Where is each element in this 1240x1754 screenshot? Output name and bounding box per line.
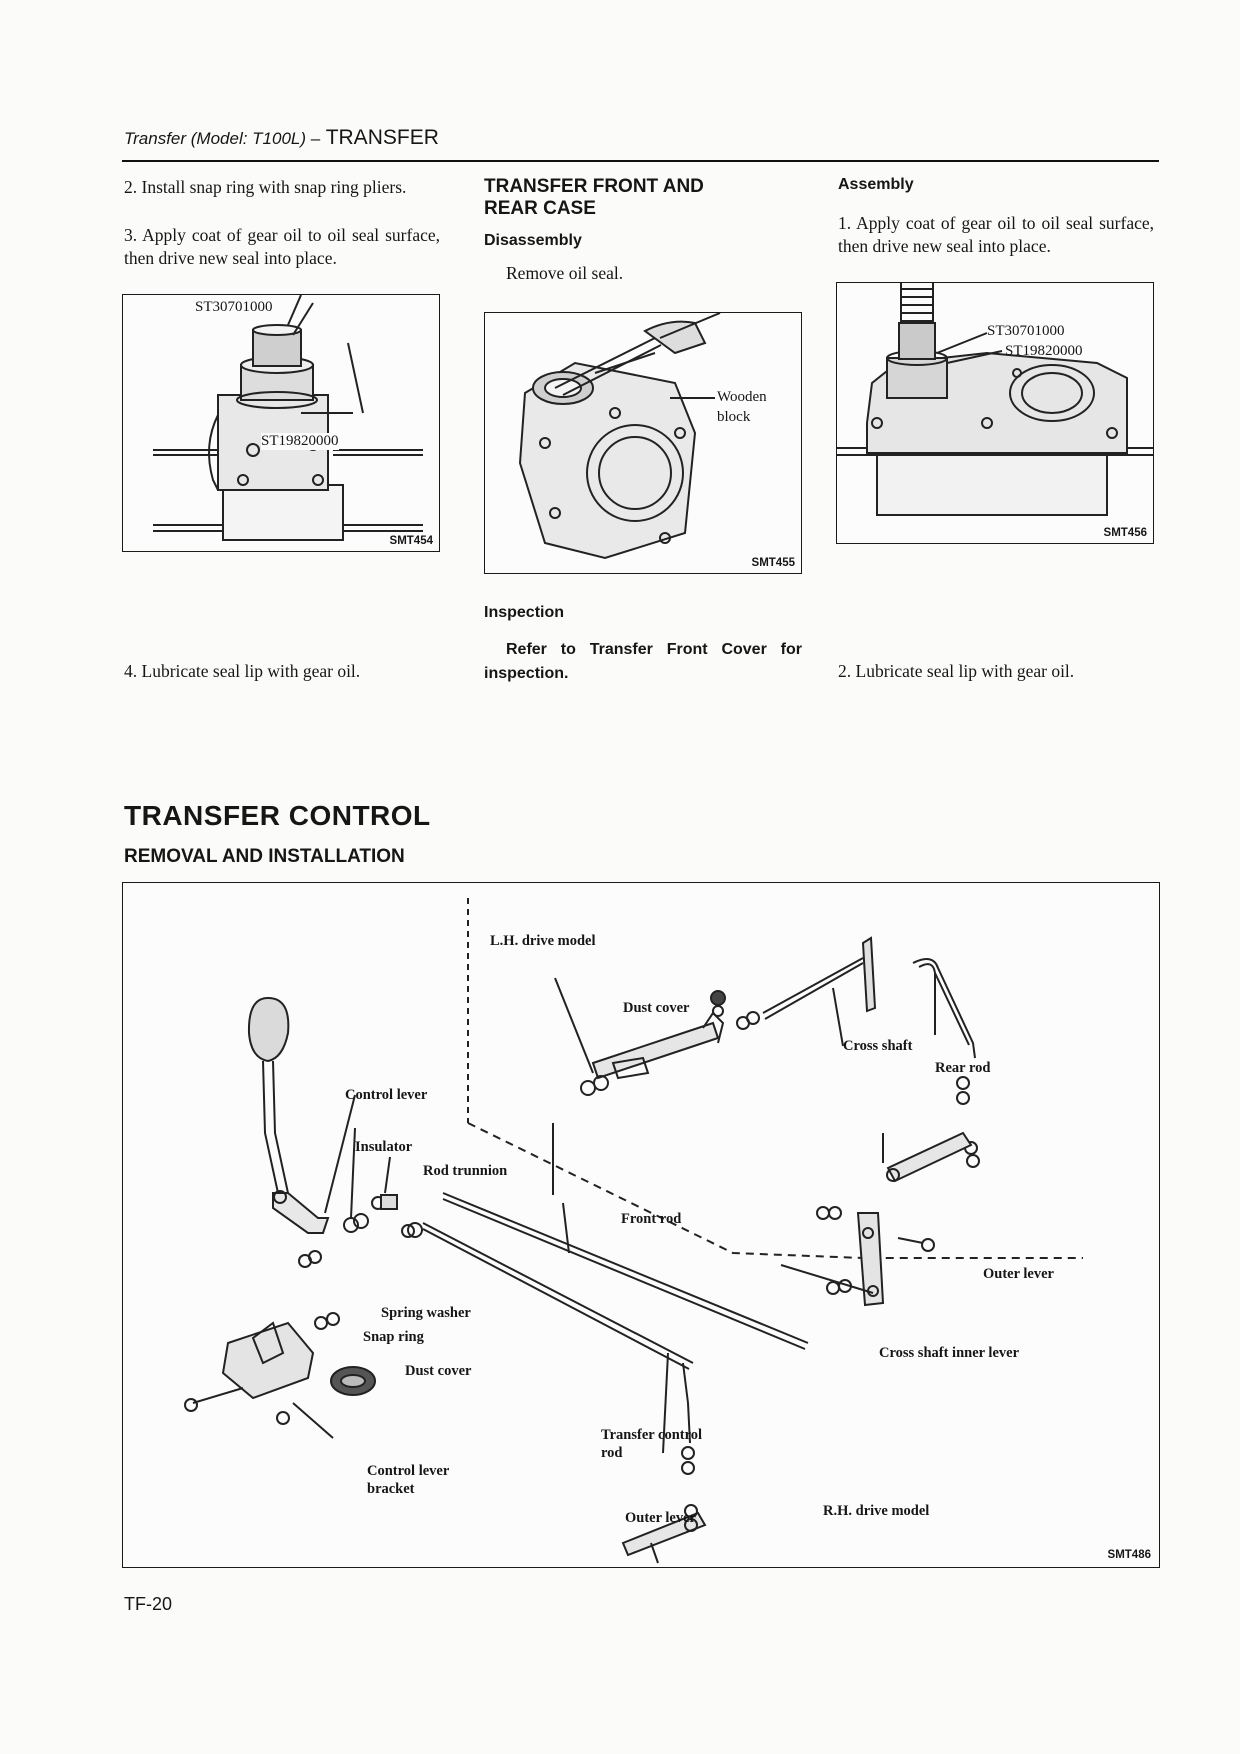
figure-smt454-drawing bbox=[153, 295, 423, 541]
label-lh-drive-model: L.H. drive model bbox=[490, 933, 596, 949]
tool-label-st30701000: ST30701000 bbox=[195, 299, 273, 315]
figure-code: SMT454 bbox=[389, 535, 433, 547]
label-rod-trunnion: Rod trunnion bbox=[423, 1163, 508, 1179]
label-transfer-control-rod-1: Transfer control bbox=[601, 1427, 703, 1443]
label-transfer-control-rod-2: rod bbox=[601, 1445, 623, 1461]
heading-assembly: Assembly bbox=[838, 176, 914, 193]
label-spring-washer: Spring washer bbox=[381, 1305, 471, 1321]
left-step-2: 2. Install snap ring with snap ring plie… bbox=[124, 177, 407, 197]
right-step-1: 1. Apply coat of gear oil to oil seal su… bbox=[838, 213, 1154, 256]
header-rule bbox=[122, 160, 1159, 162]
label-control-lever: Control lever bbox=[345, 1087, 428, 1103]
figure-smt456: ST30701000 ST19820000 SMT456 bbox=[836, 282, 1154, 544]
label-outer-lever-bottom: Outer lever bbox=[625, 1510, 696, 1526]
figure-smt455-drawing bbox=[518, 313, 721, 560]
label-dust-cover-top: Dust cover bbox=[623, 1000, 690, 1016]
figure-smt455: Wooden block SMT455 bbox=[484, 312, 802, 574]
label-rear-rod: Rear rod bbox=[935, 1060, 991, 1076]
heading-disassembly: Disassembly bbox=[484, 232, 582, 249]
figure-code: SMT486 bbox=[1107, 1549, 1151, 1561]
transfer-control-exploded-view bbox=[184, 898, 1083, 1564]
label-control-lever-bracket-2: bracket bbox=[367, 1481, 415, 1497]
tool-label-st30701000: ST30701000 bbox=[987, 323, 1065, 339]
section-title-front-rear-case: TRANSFER FRONT AND REAR CASE bbox=[484, 176, 704, 219]
label-insulator: Insulator bbox=[355, 1139, 413, 1155]
left-step-3: 3. Apply coat of gear oil to oil seal su… bbox=[124, 225, 440, 268]
label-front-rod: Front rod bbox=[621, 1211, 682, 1227]
tool-label-st19820000: ST19820000 bbox=[1005, 343, 1083, 359]
label-outer-lever-right: Outer lever bbox=[983, 1266, 1054, 1282]
figure-smt454: ST30701000 ST19820000 SMT454 bbox=[122, 294, 440, 552]
figure-smt456-drawing bbox=[837, 283, 1153, 516]
subsection-removal-installation: REMOVAL AND INSTALLATION bbox=[124, 846, 405, 867]
inspection-text: Refer to Transfer Front Cover for inspec… bbox=[484, 641, 802, 682]
label-cross-shaft: Cross shaft bbox=[843, 1038, 913, 1054]
label-control-lever-bracket-1: Control lever bbox=[367, 1463, 450, 1479]
tool-label-st19820000: ST19820000 bbox=[261, 433, 339, 450]
figure-code: SMT456 bbox=[1103, 527, 1147, 539]
label-dust-cover-low: Dust cover bbox=[405, 1363, 472, 1379]
remove-oil-seal: Remove oil seal. bbox=[506, 263, 624, 283]
label-cross-shaft-inner-lever: Cross shaft inner lever bbox=[879, 1345, 1020, 1361]
wooden-block-label-1: Wooden bbox=[717, 389, 767, 405]
figure-code: SMT455 bbox=[751, 557, 795, 569]
page-number: TF-20 bbox=[124, 1594, 173, 1614]
wooden-block-label-2: block bbox=[717, 409, 751, 425]
figure-smt486: L.H. drive model Dust cover Cross shaft … bbox=[122, 882, 1160, 1568]
section-title-transfer-control: TRANSFER CONTROL bbox=[124, 800, 431, 831]
header-prefix: Transfer (Model: T100L) – bbox=[124, 129, 321, 148]
running-header: Transfer (Model: T100L) – TRANSFER bbox=[124, 126, 439, 150]
label-snap-ring: Snap ring bbox=[363, 1329, 424, 1345]
header-section: TRANSFER bbox=[325, 126, 439, 149]
left-step-4: 4. Lubricate seal lip with gear oil. bbox=[124, 661, 361, 681]
heading-inspection: Inspection bbox=[484, 604, 565, 621]
right-step-2: 2. Lubricate seal lip with gear oil. bbox=[838, 661, 1075, 681]
label-rh-drive-model: R.H. drive model bbox=[823, 1503, 930, 1519]
